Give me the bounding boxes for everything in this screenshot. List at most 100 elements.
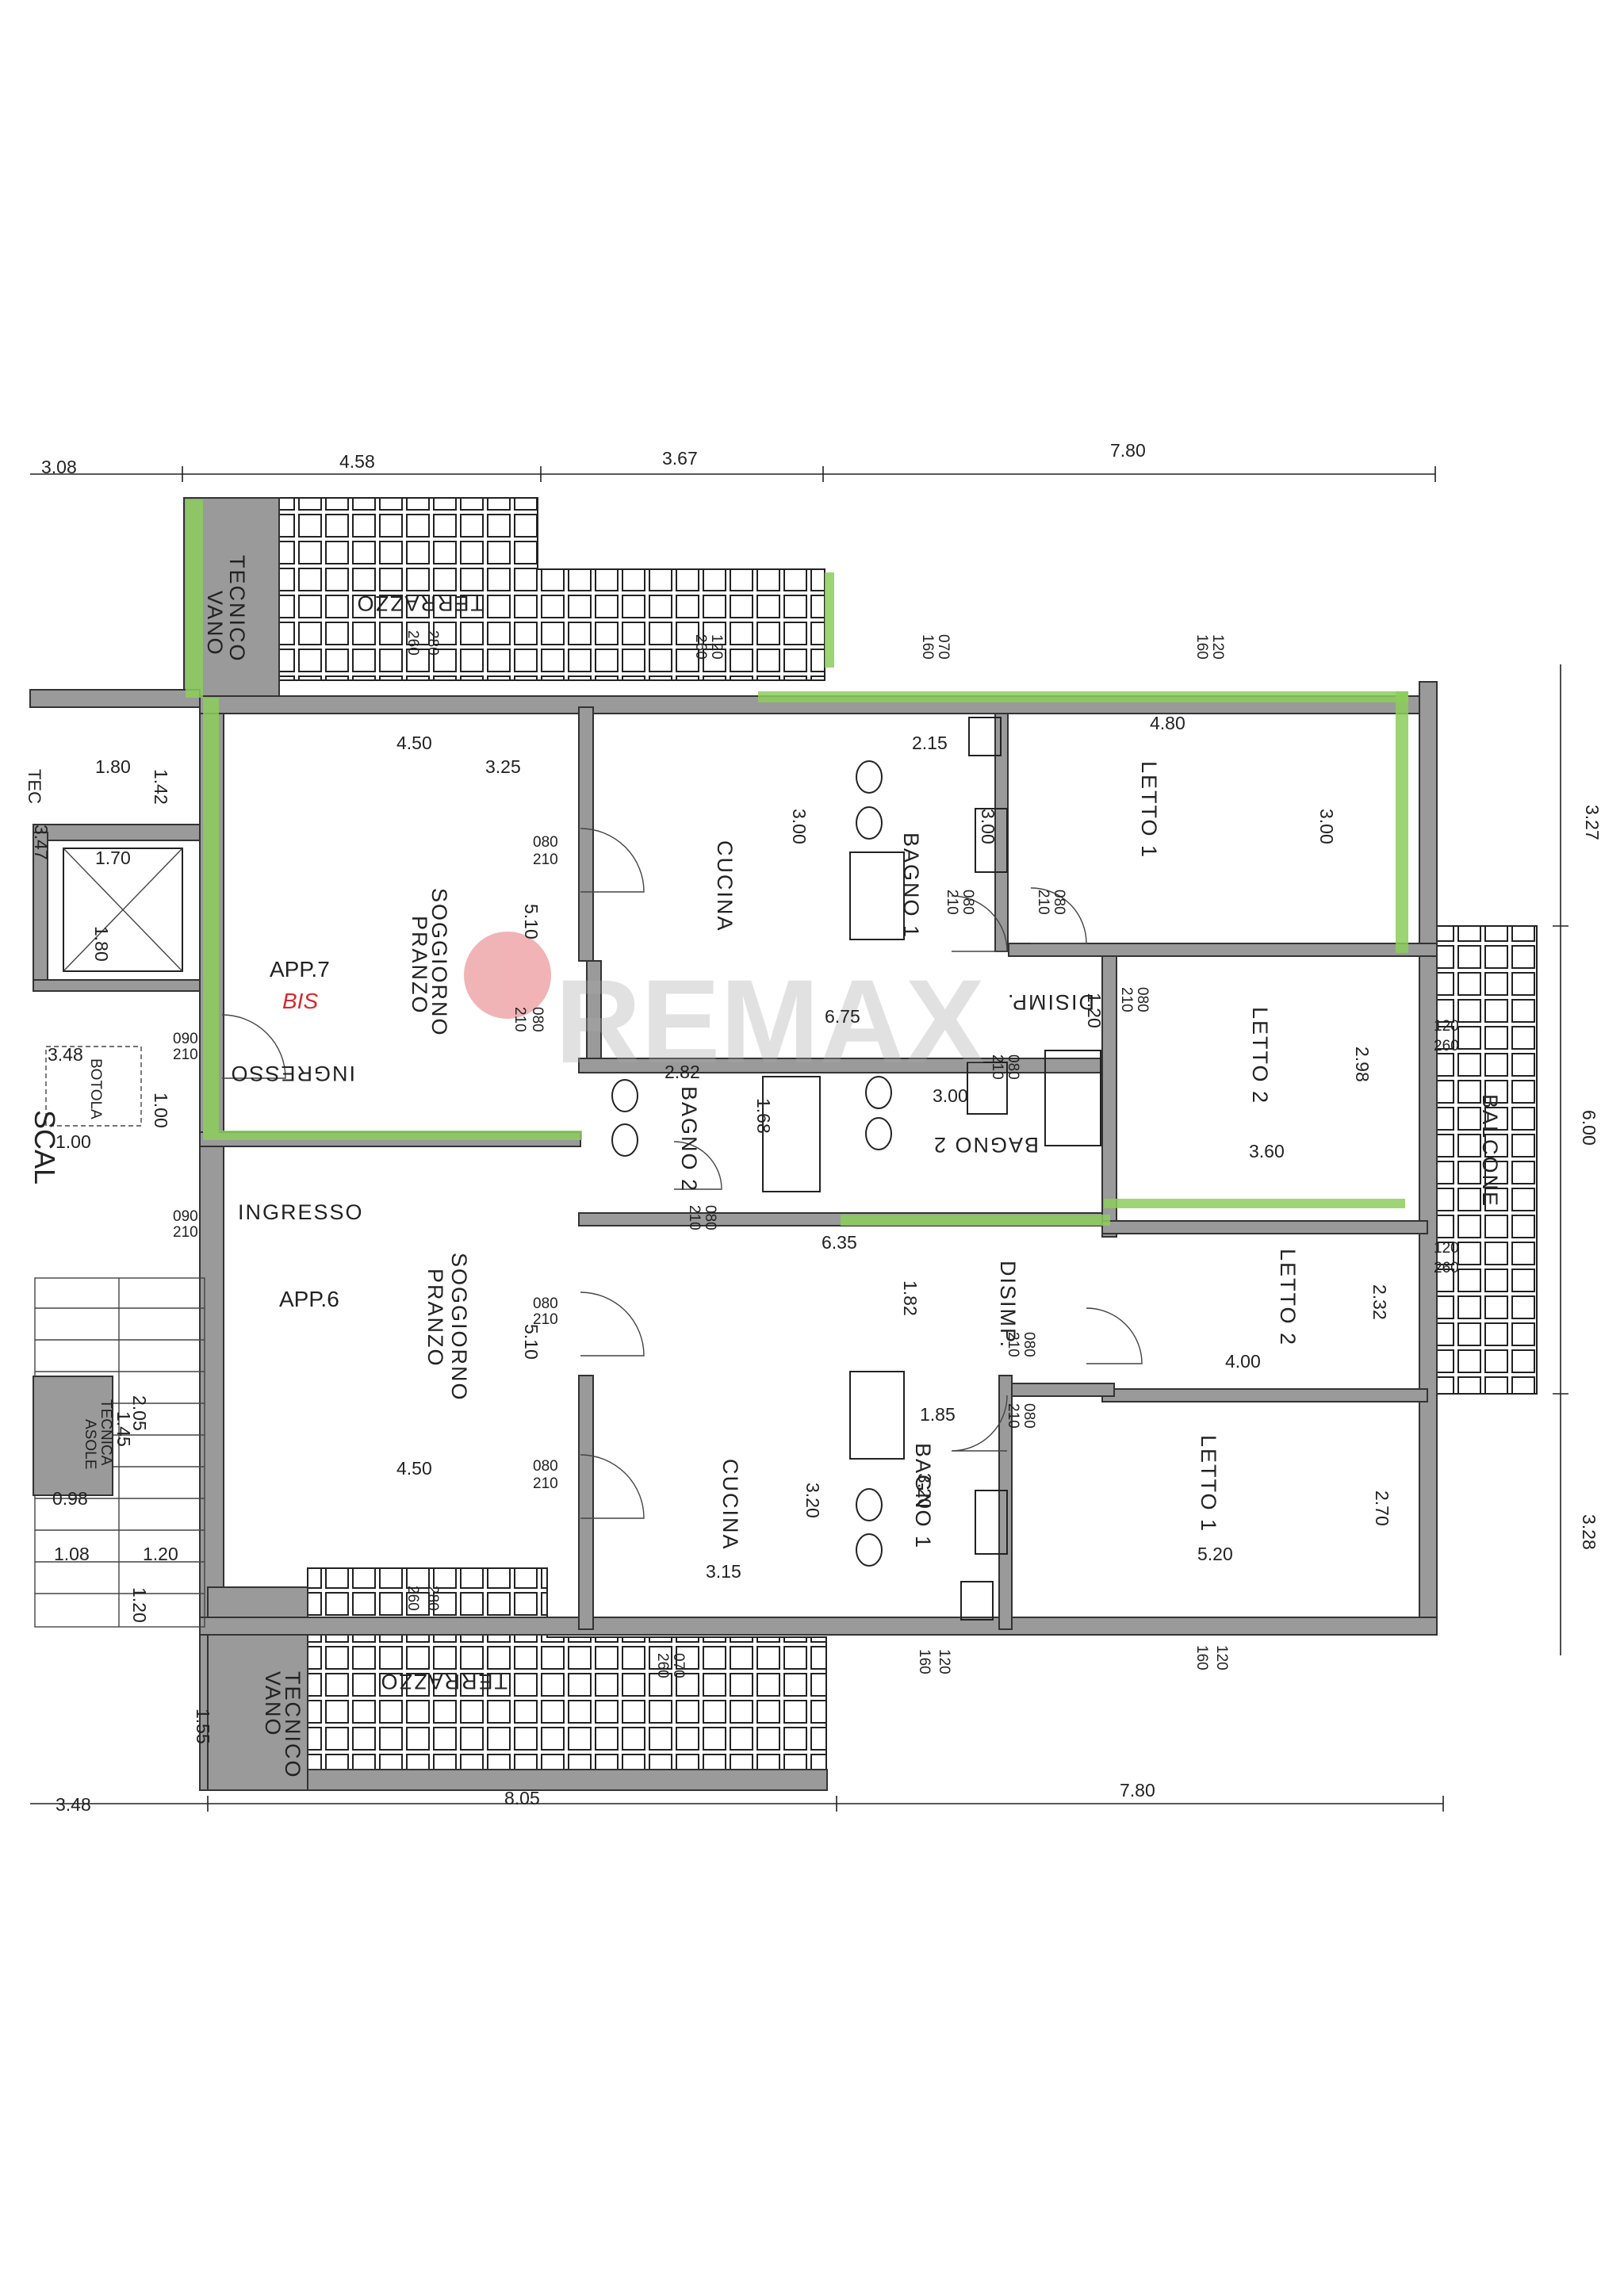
- opening-label: 070: [935, 634, 952, 660]
- dim-top-0: 3.08: [41, 457, 77, 477]
- label-ingresso-7: INGRESSO: [229, 1062, 355, 1085]
- label-letto1-6: LETTO 1: [1197, 1435, 1220, 1533]
- measure-label: 3.25: [485, 756, 521, 777]
- opening-label: 120: [936, 1649, 952, 1674]
- apartment-6-label: APP.6: [279, 1287, 339, 1311]
- label-cucina-6: CUCINA: [718, 1459, 742, 1551]
- label-bagno1-6: BAGNO 1: [911, 1443, 935, 1549]
- measure-label: 1.20: [129, 1587, 150, 1623]
- opening-label: 260: [692, 634, 709, 660]
- label-botola: BOTOLA: [87, 1058, 104, 1119]
- label-ingresso-6: INGRESSO: [238, 1200, 364, 1224]
- label-disimp-6: DISIMP.: [996, 1261, 1020, 1349]
- measure-label: 3.48: [48, 1044, 83, 1065]
- opening-label: 120: [1213, 1645, 1230, 1670]
- opening-label: 210: [533, 1475, 558, 1492]
- measure-label: 6.75: [825, 1006, 860, 1027]
- dim-bottom-0: 3.48: [56, 1794, 91, 1815]
- measure-label: 3.47: [31, 825, 52, 860]
- measure-label: 2.98: [1352, 1047, 1373, 1082]
- dim-top-1: 4.58: [339, 451, 375, 472]
- measure-label: 3.15: [706, 1561, 741, 1582]
- opening-label: 210: [944, 890, 960, 915]
- label-letto1-7: LETTO 1: [1137, 761, 1161, 859]
- measure-label: 2.82: [665, 1062, 700, 1082]
- opening-label: 080: [1021, 1332, 1037, 1357]
- measure-label: 1.00: [151, 1093, 171, 1128]
- opening-label: 070: [670, 1653, 687, 1678]
- label-soggiorno-7: SOGGIORNO: [427, 888, 451, 1037]
- measure-label: 2.15: [912, 733, 948, 753]
- opening-label: 160: [916, 1649, 933, 1674]
- label-asole: ASOLE: [82, 1419, 98, 1469]
- opening-label: 120: [1209, 634, 1226, 660]
- door-swings: [221, 828, 1143, 1519]
- label-letto2-6: LETTO 2: [1276, 1249, 1300, 1346]
- measure-label: 3.20: [802, 1483, 823, 1518]
- label-scal: SCAL: [29, 1110, 61, 1184]
- opening-label: 090: [173, 1208, 198, 1225]
- opening-label: 080: [1134, 987, 1151, 1012]
- dim-right-2: 3.28: [1579, 1514, 1599, 1550]
- opening-label: 080: [533, 1458, 558, 1475]
- measure-label: 5.10: [521, 1324, 542, 1360]
- measure-label: 3.00: [933, 1085, 968, 1106]
- measure-label: 1.80: [95, 756, 131, 777]
- opening-label: 090: [173, 1031, 198, 1047]
- opening-label: 160: [919, 634, 936, 660]
- measure-label: 3.00: [1316, 809, 1337, 844]
- opening-label: 210: [1035, 890, 1051, 915]
- measure-label: 1.70: [95, 848, 131, 868]
- opening-label: 260: [404, 1586, 421, 1611]
- measure-label: 3.20: [914, 1473, 935, 1509]
- dim-right-0: 3.27: [1582, 805, 1603, 840]
- opening-label: 260: [1434, 1038, 1459, 1054]
- label-tecnico-bottom: TECNICO: [281, 1671, 304, 1779]
- label-tecnica: TECNICA: [98, 1399, 114, 1466]
- opening-label: 280: [424, 1586, 441, 1611]
- measure-label: 3.00: [789, 809, 810, 844]
- opening-label: 210: [511, 1007, 528, 1032]
- opening-label: 210: [1005, 1332, 1021, 1357]
- apartment-7-note: BIS: [282, 989, 318, 1013]
- measure-label: 2.70: [1372, 1490, 1392, 1526]
- measure-label: 1.80: [91, 926, 112, 962]
- measure-label: 4.00: [1225, 1351, 1261, 1372]
- dimension-lines: [30, 466, 1568, 1812]
- measure-label: 2.05: [129, 1395, 150, 1431]
- opening-label: 260: [404, 630, 421, 656]
- label-bagno2-7a: BAGNO 2: [677, 1086, 701, 1192]
- measure-label: 1.45: [113, 1411, 134, 1447]
- opening-label: 210: [173, 1224, 198, 1241]
- opening-label: 160: [1193, 634, 1210, 660]
- opening-label: 160: [1193, 1645, 1210, 1670]
- opening-label: 260: [654, 1653, 671, 1678]
- measure-label: 1.42: [151, 769, 171, 805]
- measure-label: 3.00: [978, 809, 998, 844]
- opening-label: 210: [686, 1205, 703, 1230]
- opening-label: 280: [424, 630, 441, 656]
- measure-label: 2.32: [1369, 1284, 1390, 1320]
- measure-label: 1.55: [193, 1709, 213, 1744]
- opening-label: 260: [1434, 1260, 1459, 1276]
- apartment-7-label: APP.7: [270, 957, 330, 982]
- label-bagno1-7: BAGNO 1: [899, 832, 923, 939]
- label-terrazzo-bottom: TERRAZZO: [380, 1670, 508, 1693]
- measure-label: 0.98: [52, 1488, 88, 1509]
- label-pranzo-7: PRANZO: [408, 916, 431, 1015]
- opening-label: 210: [1118, 987, 1135, 1012]
- label-vano-bottom: VANO: [261, 1671, 285, 1737]
- measure-label: 1.68: [753, 1098, 774, 1134]
- label-terrazzo-top: TERRAZZO: [356, 591, 485, 615]
- opening-label: 080: [702, 1205, 718, 1230]
- terrace-top: [278, 497, 825, 681]
- label-letto2-7: LETTO 2: [1248, 1007, 1272, 1104]
- opening-label: 080: [1021, 1403, 1037, 1429]
- measure-label: 5.10: [521, 904, 542, 939]
- dim-top-2: 3.67: [662, 448, 698, 469]
- opening-label: 120: [1434, 1240, 1459, 1257]
- green-outline: [186, 499, 1408, 1226]
- watermark: REMAX: [464, 932, 985, 1088]
